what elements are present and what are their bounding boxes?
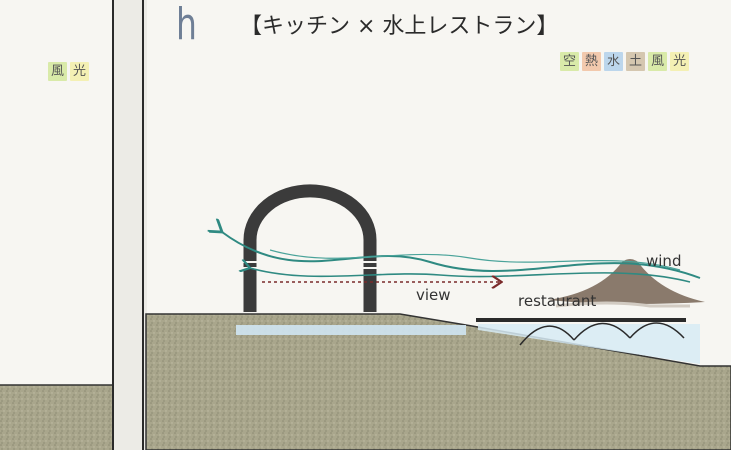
tag-heat: 熱 <box>582 52 602 71</box>
tag-light: 光 <box>70 62 90 81</box>
tent-roof <box>548 259 705 304</box>
wind-arrow-1 <box>222 232 701 279</box>
tag-wind: 風 <box>648 52 668 71</box>
wind-arrow-3 <box>269 249 681 271</box>
wind-arrow-2 <box>250 268 691 283</box>
section-letter: h <box>176 0 197 50</box>
wind-label: wind <box>646 252 681 270</box>
tag-air: 空 <box>560 52 580 71</box>
divider-right <box>142 0 144 450</box>
ground-section <box>145 313 731 450</box>
tag-earth: 土 <box>626 52 646 71</box>
tag-light: 光 <box>670 52 690 71</box>
section-title: 【キッチン × 水上レストラン】 <box>240 14 559 39</box>
tag-water: 水 <box>604 52 624 71</box>
main-element-tags: 空 熱 水 土 風 光 <box>560 52 690 71</box>
divider-left <box>112 0 114 450</box>
arch-gate <box>243 184 377 312</box>
tag-wind: 風 <box>48 62 68 81</box>
water-channel <box>236 325 466 335</box>
restaurant-label: restaurant <box>518 292 596 310</box>
restaurant-arches <box>519 322 685 346</box>
water-surface <box>478 324 700 364</box>
left-panel: 風 光 <box>0 0 112 450</box>
left-ground <box>0 385 112 450</box>
view-label: view <box>416 286 451 304</box>
left-element-tags: 風 光 <box>48 62 90 81</box>
